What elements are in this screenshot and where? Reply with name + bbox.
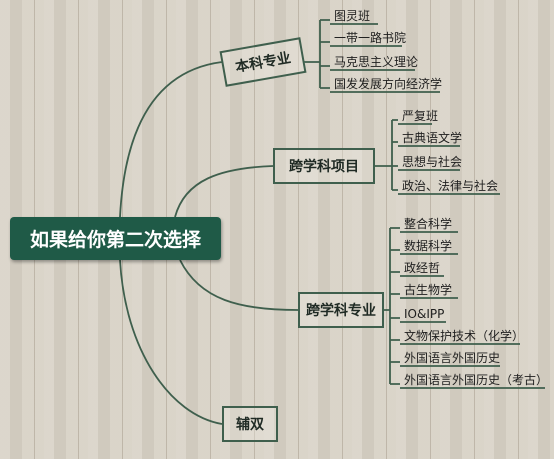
branch-kuaxueke-zhuanye[interactable]: 跨学科专业 — [298, 292, 384, 328]
leaf-gudian-yuwenxue[interactable]: 古典语文学 — [402, 131, 463, 145]
link-root-fushuang — [119, 259, 223, 425]
branch-fushuang[interactable]: 辅双 — [222, 406, 278, 442]
link-root-benke — [119, 61, 223, 218]
leaf-io-ipp[interactable]: IO&IPP — [404, 307, 445, 321]
branch-label: 跨学科专业 — [306, 303, 376, 319]
branch-label: 辅双 — [236, 417, 264, 433]
leaf-guofa-jingjixue[interactable]: 国发发展方向经济学 — [334, 77, 443, 91]
leaf-zhengzhi-falv-shehui[interactable]: 政治、法律与社会 — [402, 179, 499, 193]
leaf-zhenghe-kexue[interactable]: 整合科学 — [404, 217, 453, 231]
leaf-sixiang-yu-shehui[interactable]: 思想与社会 — [402, 155, 463, 169]
branch-label: 本科专业 — [234, 50, 293, 76]
leaf-zhengjingzhe[interactable]: 政经哲 — [404, 261, 441, 275]
root-topic[interactable]: 如果给你第二次选择 — [10, 217, 221, 260]
leaf-yidaiyilu-shuyuan[interactable]: 一带一路书院 — [334, 31, 407, 45]
link-root-kuaxueke-zhuanye — [179, 259, 299, 311]
branch-kuaxueke-xiangmu[interactable]: 跨学科项目 — [273, 148, 375, 184]
leaf-shuju-kexue[interactable]: 数据科学 — [404, 239, 453, 253]
leaf-waiguo-yuyan-lishi[interactable]: 外国语言外国历史 — [404, 351, 501, 365]
branch-label: 跨学科项目 — [289, 159, 359, 175]
leaf-makesi-zhuyi-lilun[interactable]: 马克思主义理论 — [334, 55, 419, 69]
leaf-wenwu-baohu-jishu[interactable]: 文物保护技术（化学） — [404, 329, 525, 343]
bracket-kuaxueke-xiangmu — [375, 120, 393, 190]
leaf-tulingban[interactable]: 图灵班 — [334, 9, 371, 23]
leaf-waiguo-yuyan-lishi-kaogu[interactable]: 外国语言外国历史（考古） — [404, 373, 549, 387]
bracket-kuaxueke-zhuanye — [384, 228, 391, 384]
link-root-kuaxueke-xiangmu — [174, 165, 274, 218]
leaf-yanfuban[interactable]: 严复班 — [402, 109, 439, 123]
leaf-gushengwuxue[interactable]: 古生物学 — [404, 283, 453, 297]
bracket-benke — [304, 20, 321, 88]
